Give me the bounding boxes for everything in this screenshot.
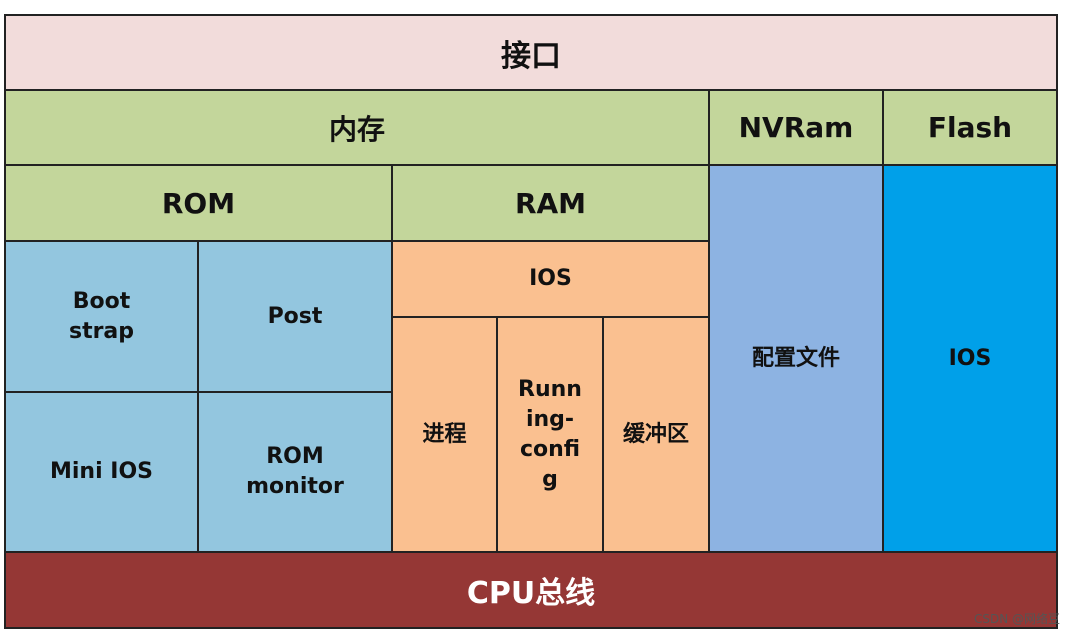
interface-block: 接口 — [4, 14, 1058, 91]
rom-monitor-label: ROM monitor — [246, 444, 344, 499]
buffer-block: 缓冲区 — [602, 316, 710, 553]
rom-header: ROM — [4, 164, 393, 242]
cpu-bus-label: CPU总线 — [466, 576, 596, 611]
mini-ios-label: Mini IOS — [49, 459, 154, 484]
buffer-label: 缓冲区 — [622, 421, 689, 447]
flash-ios-block: IOS — [882, 164, 1058, 553]
memory-label: 内存 — [328, 112, 385, 146]
rom-monitor-block: ROM monitor — [197, 391, 393, 553]
flash-ios-label: IOS — [948, 345, 992, 371]
ram-ios-block: IOS — [391, 240, 710, 318]
post-block: Post — [197, 240, 393, 393]
process-block: 进程 — [391, 316, 498, 553]
flash-header: Flash — [882, 89, 1058, 166]
ram-label: RAM — [514, 186, 587, 220]
mini-ios-block: Mini IOS — [4, 391, 199, 553]
config-file-block: 配置文件 — [708, 164, 884, 553]
post-label: Post — [267, 303, 323, 329]
flash-label: Flash — [927, 111, 1013, 144]
process-label: 进程 — [422, 421, 467, 447]
ram-ios-label: IOS — [529, 266, 572, 291]
nvram-header: NVRam — [708, 89, 884, 166]
ram-header: RAM — [391, 164, 710, 242]
memory-header: 内存 — [4, 89, 710, 166]
running-config-block: Runn ing- confi g — [496, 316, 604, 553]
bootstrap-label: Boot strap — [68, 288, 135, 344]
running-config-label: Runn ing- confi g — [518, 376, 582, 492]
interface-label: 接口 — [501, 38, 561, 74]
config-file-label: 配置文件 — [751, 345, 840, 371]
watermark: CSDN @网络豆 — [973, 612, 1060, 626]
cpu-bus-block: CPU总线 — [4, 551, 1058, 629]
rom-label: ROM — [161, 186, 236, 220]
nvram-label: NVRam — [738, 111, 854, 144]
bootstrap-block: Boot strap — [4, 240, 199, 393]
